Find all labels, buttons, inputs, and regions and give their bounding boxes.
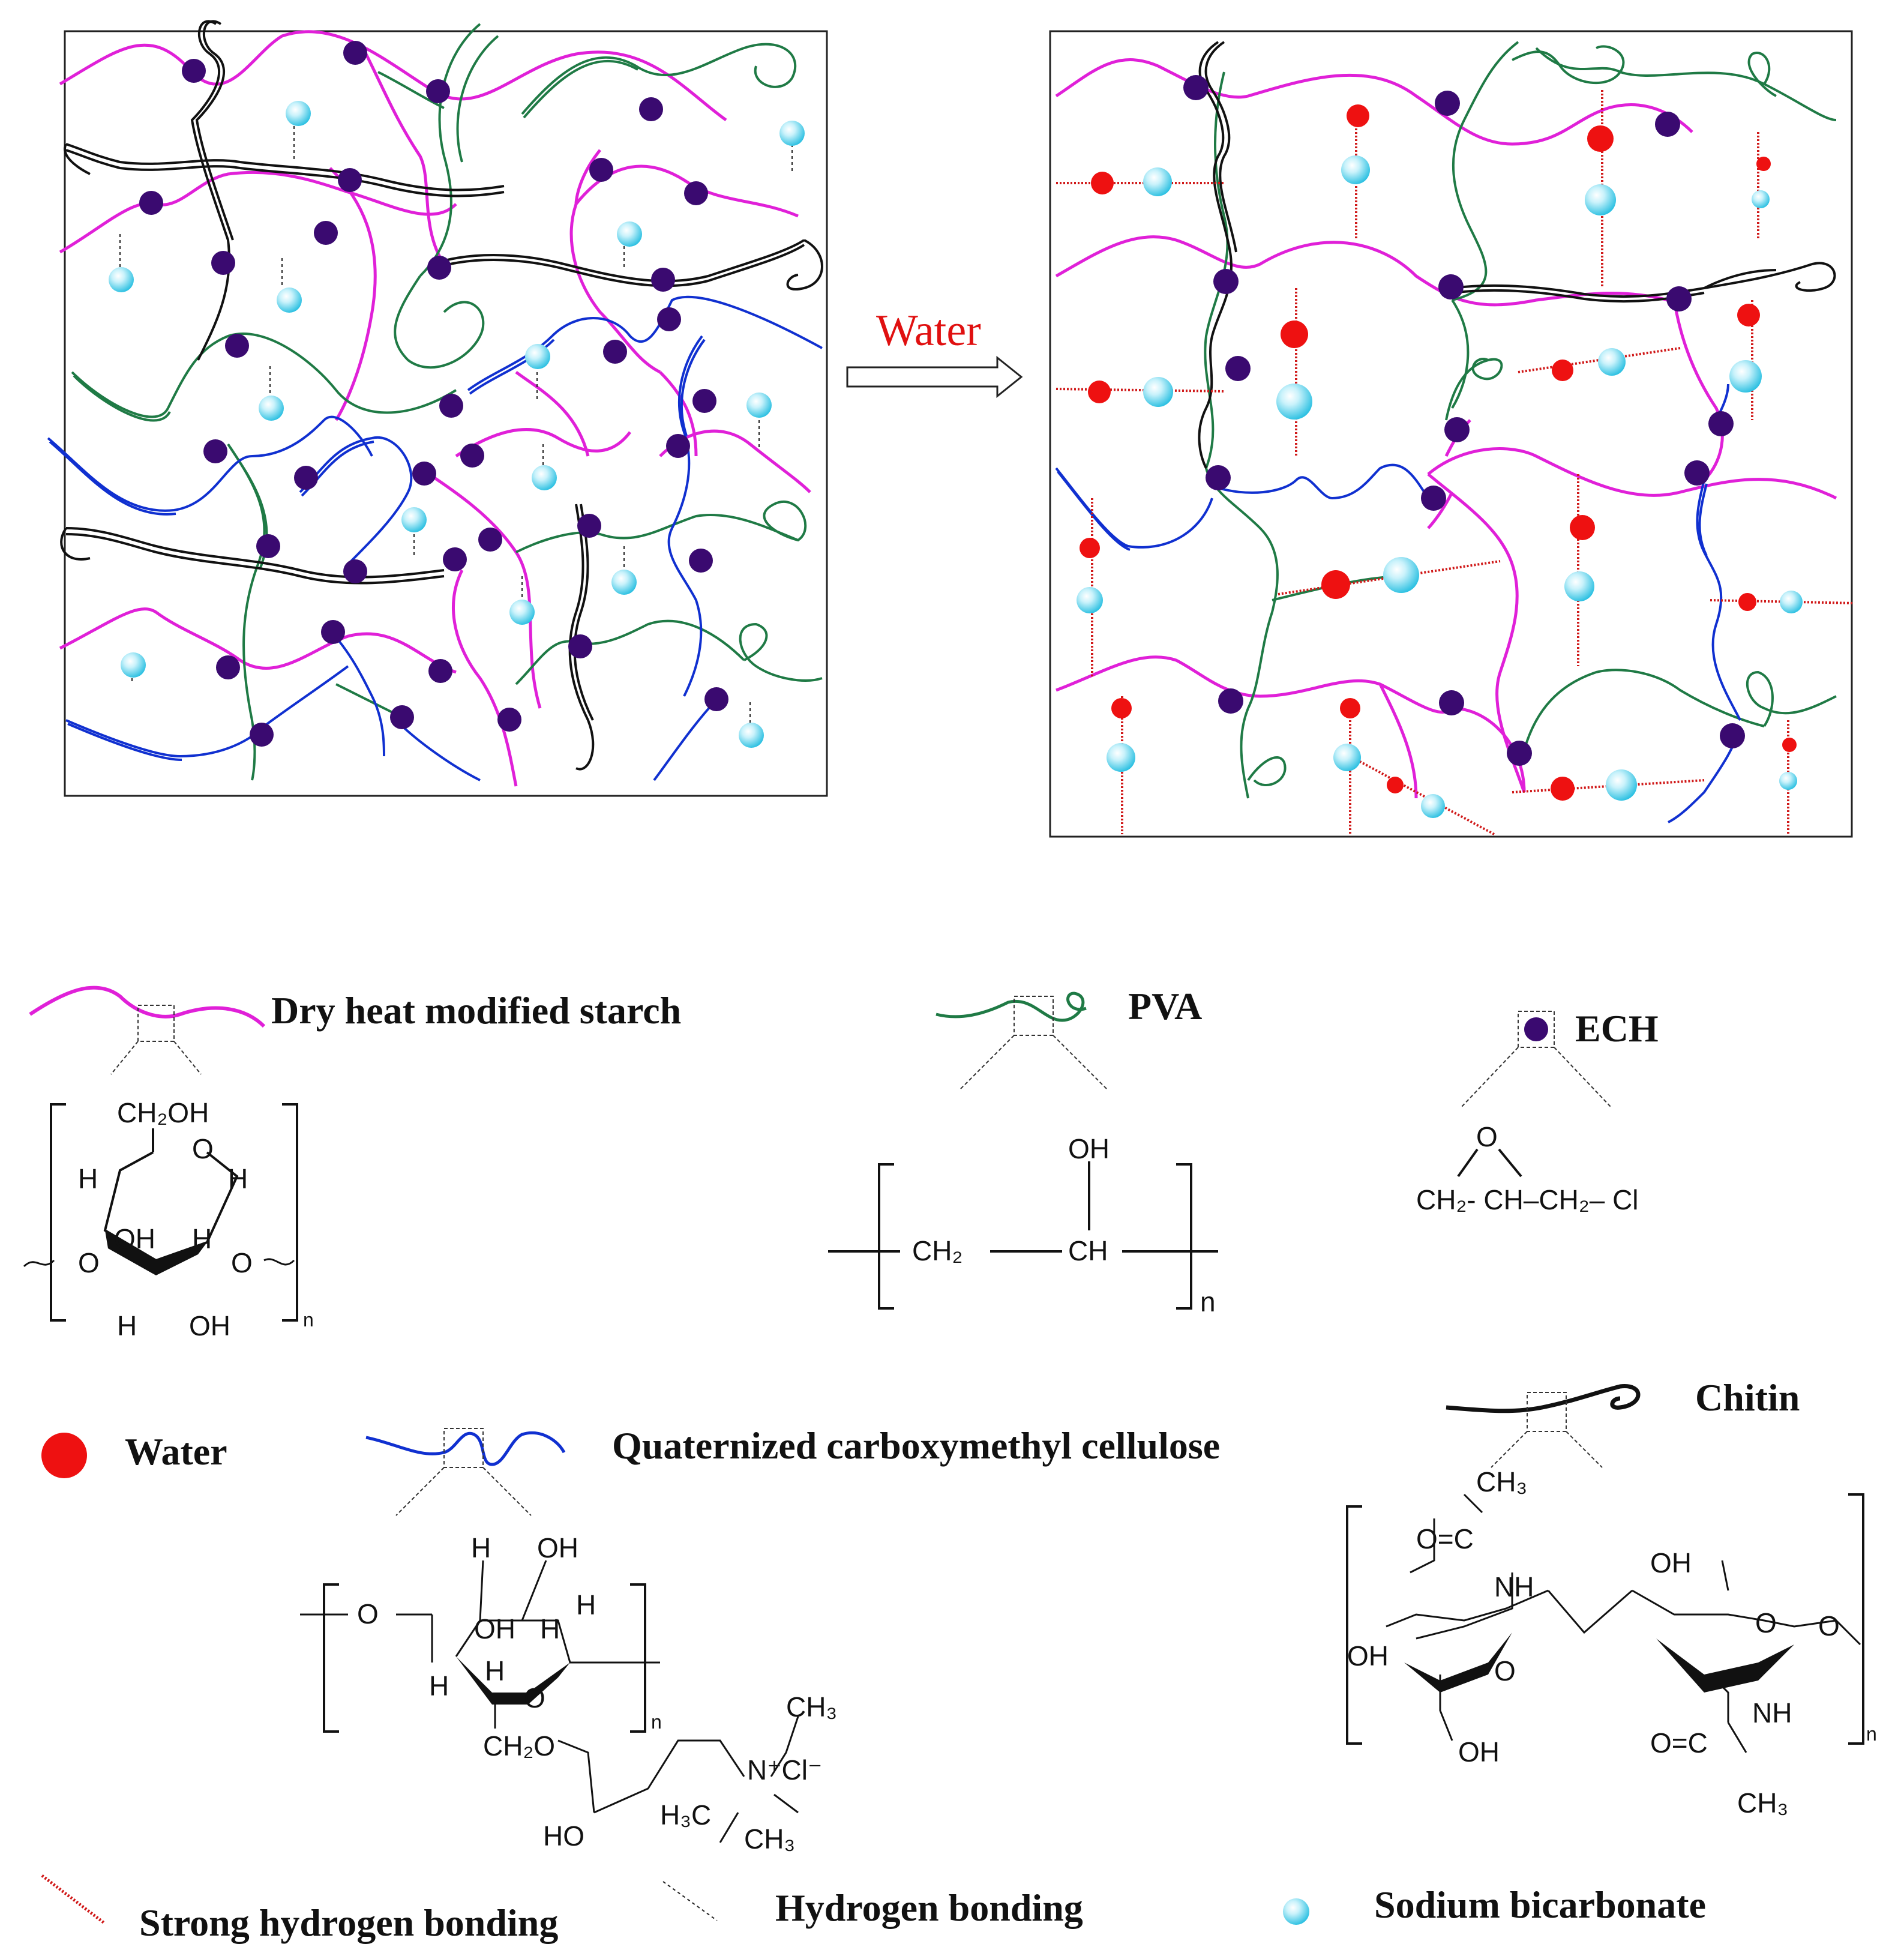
qcmc-ncl: N⁺Cl⁻ <box>747 1754 822 1786</box>
legend-hb: Hydrogen bonding <box>662 1881 1083 1929</box>
ech-icon <box>1524 1017 1548 1041</box>
pva-oh: OH <box>1068 1133 1110 1164</box>
chitin-label: Chitin <box>1695 1376 1800 1419</box>
chitin-n: n <box>1866 1723 1877 1745</box>
starch-ch2oh: CH₂OH <box>117 1097 209 1128</box>
ech-label: ECH <box>1575 1007 1659 1050</box>
chitin-ch3-bottom: CH₃ <box>1737 1787 1788 1819</box>
water-molecules <box>1080 104 1797 801</box>
pva-chains <box>71 23 823 781</box>
chitin-ch3-top: CH₃ <box>1476 1466 1527 1497</box>
starch-o-right: O <box>231 1247 253 1278</box>
strong-hb-icon <box>41 1874 106 1925</box>
water-arrow: Water <box>846 306 1023 399</box>
dry-ech-crosslinks <box>139 41 728 747</box>
chitin-oh-left: OH <box>1347 1640 1389 1672</box>
water-label: Water <box>125 1430 227 1473</box>
nahco3-label: Sodium bicarbonate <box>1374 1883 1706 1926</box>
starch-h3: H <box>192 1223 212 1254</box>
qcmc-o2: O <box>524 1682 545 1714</box>
legend-chitin: Chitin <box>1446 1376 1800 1468</box>
qcmc-ch3-bottom: CH₃ <box>744 1823 795 1855</box>
qcmc-ch2o: CH₂O <box>483 1730 555 1762</box>
legend-pva: PVA <box>935 985 1202 1090</box>
bicarbonate-icon <box>1283 1898 1309 1925</box>
starch-oh2: OH <box>189 1310 230 1341</box>
chitin-oc-top: O=C <box>1416 1523 1474 1554</box>
legend-starch: Dry heat modified starch <box>29 986 681 1075</box>
pva-structure: OH CH₂ CH n <box>828 1133 1218 1317</box>
qcmc-ho: HO <box>543 1820 584 1852</box>
legend-water: Water <box>41 1430 227 1478</box>
hb-icon <box>662 1881 718 1921</box>
qcmc-o1: O <box>357 1598 379 1629</box>
qcmc-h3: H <box>576 1589 596 1620</box>
chitin-nh-top: NH <box>1494 1571 1534 1602</box>
chitin-nh-bottom: NH <box>1752 1697 1792 1729</box>
swollen-network-panel <box>1049 30 1855 838</box>
starch-ring-o: O <box>192 1133 214 1164</box>
dry-bicarbonate-beads <box>109 101 805 748</box>
starch-chain-icon <box>29 986 266 1028</box>
starch-structure: CH₂OH O H H OH H O O H OH n <box>23 1097 314 1341</box>
pva-n: n <box>1200 1286 1216 1317</box>
qcmc-h1: H <box>471 1532 491 1563</box>
starch-o-left: O <box>78 1247 100 1278</box>
swollen-bicarbonate-beads <box>1077 155 1803 818</box>
chitin-oh-bottom: OH <box>1458 1736 1500 1768</box>
qcmc-h2: H <box>540 1613 560 1645</box>
ech-o: O <box>1476 1121 1498 1152</box>
chitin-o-left: O <box>1494 1655 1516 1687</box>
legend-ech: ECH <box>1461 1007 1659 1108</box>
chitin-o-right: O <box>1755 1607 1777 1639</box>
pva-ch2: CH₂ <box>912 1235 963 1266</box>
starch-h1: H <box>78 1163 98 1194</box>
qcmc-structure: O H OH OH H H H H O n CH₂O HO CH₃ N⁺Cl⁻ … <box>300 1532 837 1855</box>
starch-label: Dry heat modified starch <box>271 989 681 1032</box>
legend-qcmc: Quaternized carboxymethyl cellulose <box>365 1424 1220 1516</box>
ech-structure: O CH₂- CH–CH₂– Cl <box>1416 1121 1639 1215</box>
qcmc-h3c: H₃C <box>660 1799 711 1831</box>
arrow-label: Water <box>876 306 981 355</box>
pva-label: PVA <box>1128 985 1202 1028</box>
chitin-chain-icon <box>1446 1384 1641 1413</box>
pva-chain-icon <box>935 992 1087 1022</box>
qcmc-chains <box>47 295 823 781</box>
qcmc-oh2: OH <box>474 1613 515 1645</box>
ech-formula: CH₂- CH–CH₂– Cl <box>1416 1184 1639 1215</box>
starch-oh1: OH <box>114 1223 155 1254</box>
dry-network-panel <box>47 20 828 797</box>
qcmc-ch3-top: CH₃ <box>786 1691 837 1723</box>
hb-label: Hydrogen bonding <box>775 1886 1083 1929</box>
qcmc-h5: H <box>485 1655 505 1687</box>
starch-h2: H <box>228 1163 248 1194</box>
swollen-ech-crosslinks <box>1183 75 1745 766</box>
pva-ch: CH <box>1068 1235 1108 1266</box>
qcmc-oh1: OH <box>537 1532 578 1563</box>
qcmc-h4: H <box>429 1670 449 1702</box>
starch-n: n <box>303 1309 314 1331</box>
strong-hb-label: Strong hydrogen bonding <box>139 1901 558 1944</box>
qcmc-label: Quaternized carboxymethyl cellulose <box>612 1424 1220 1467</box>
swollen-starch-chains <box>1055 58 1837 799</box>
chitin-oc-bottom: O=C <box>1650 1727 1708 1759</box>
qcmc-chain-icon <box>365 1431 566 1466</box>
arrow-icon <box>846 355 1023 399</box>
qcmc-n: n <box>651 1711 662 1733</box>
chitin-structure: CH₃ O=C NH OH O O OH O NH OH O=C CH₃ n <box>1346 1466 1877 1819</box>
legend-strong-hb: Strong hydrogen bonding <box>41 1874 558 1944</box>
chitin-chains <box>60 20 823 771</box>
chitin-o-bridge: O <box>1818 1610 1840 1642</box>
water-icon <box>41 1433 87 1478</box>
legend-nahco3: Sodium bicarbonate <box>1283 1883 1706 1926</box>
starch-h4: H <box>117 1310 137 1341</box>
chitin-oh-top: OH <box>1650 1547 1692 1578</box>
